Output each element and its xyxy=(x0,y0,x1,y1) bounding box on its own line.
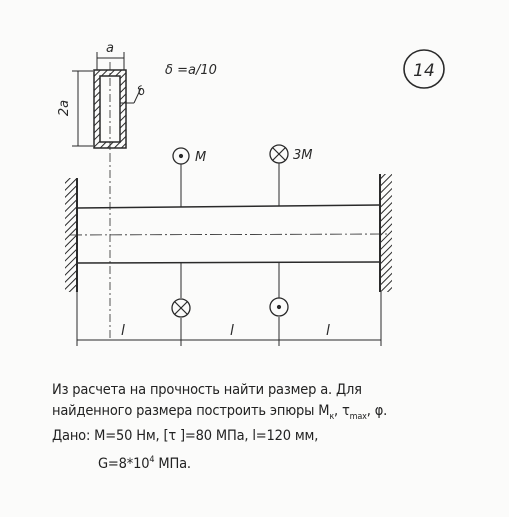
moment-m-symbol xyxy=(171,147,191,318)
problem-text-line-1: Из расчета на прочность найти размер a. … xyxy=(52,382,362,398)
moment-3m-label: 3M xyxy=(293,148,313,163)
shaft xyxy=(69,204,389,264)
line2-phi: , φ. xyxy=(366,403,388,419)
line2-tau: , τ xyxy=(334,403,350,419)
moment-3m-symbol xyxy=(269,144,289,317)
modulus-unit: МПа. xyxy=(154,455,191,472)
height-label: 2a xyxy=(57,100,72,116)
given-data-line: Дано: M=50 Hм, [τ ]=80 МПа, l=120 мм, xyxy=(52,428,319,444)
span-label-1: l xyxy=(121,323,125,339)
thickness-formula: δ =a/10 xyxy=(165,63,217,78)
moment-m-label: M xyxy=(195,150,206,165)
problem-number: 14 xyxy=(413,61,435,81)
span-label-2: l xyxy=(230,323,234,339)
span-dimensions xyxy=(76,292,382,346)
problem-number-badge: 14 xyxy=(403,49,445,89)
span-label-3: l xyxy=(326,323,330,339)
modulus-exponent: 4 xyxy=(149,455,155,465)
problem-text-line-2: найденного размера построить эпюры Mк, τ… xyxy=(52,403,387,422)
thickness-label: δ xyxy=(135,83,148,99)
modulus-value: G=8*10 xyxy=(98,455,150,472)
width-label: a xyxy=(106,41,114,56)
cross-section xyxy=(72,52,142,154)
shear-modulus-line: G=8*104 МПа. xyxy=(98,455,191,472)
line2-text: найденного размера построить эпюры M xyxy=(52,403,330,419)
right-wall xyxy=(379,174,392,292)
line2-subscript-max: max xyxy=(349,411,367,422)
line2-subscript-k: к xyxy=(329,411,335,422)
